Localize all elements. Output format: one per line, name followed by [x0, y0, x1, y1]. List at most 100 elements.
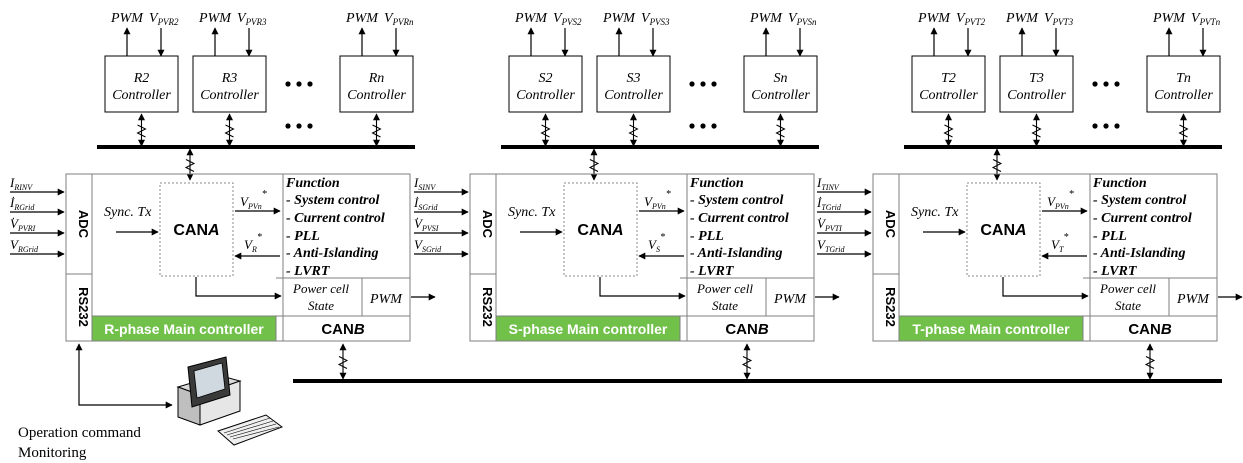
- v-pv-label: VPVSn: [788, 11, 817, 27]
- keyboard-keys: [229, 423, 277, 438]
- vpvn-ref-label: VPVn*: [644, 189, 671, 211]
- pwm-label: PWM: [749, 11, 783, 26]
- slave-controller-box: [743, 55, 818, 113]
- ellipsis-dot: [307, 123, 313, 129]
- keyboard-keys: [223, 417, 271, 434]
- link-zigzag: [1031, 124, 1042, 138]
- function-item: - System control: [1093, 193, 1186, 208]
- vref-label: VS*: [648, 232, 665, 254]
- can-a-core: [966, 182, 1041, 277]
- slave-controller-name: Rn: [368, 71, 385, 86]
- power-cell-label: Power cell: [696, 281, 753, 296]
- adc-input-label: VSGrid: [414, 237, 442, 254]
- pwm-out-label: PWM: [369, 292, 403, 307]
- link-zigzag: [741, 356, 753, 369]
- can-a-label: CANA: [173, 222, 219, 239]
- v-pv-label: VPVR3: [237, 11, 267, 27]
- slave-controller-box: [999, 55, 1074, 113]
- can-a-label: CANA: [980, 222, 1026, 239]
- vpvn-ref-label: VPVn*: [1047, 189, 1074, 211]
- adc-label: ADC: [480, 210, 495, 239]
- slave-ellipsis-top: [1092, 81, 1120, 87]
- v-pv-label: VPVT2: [956, 11, 986, 27]
- main-controller-label: R-phase Main controller: [104, 321, 264, 337]
- v-pv-label: VPVS3: [641, 11, 670, 27]
- slave-controller-label: Controller: [200, 88, 259, 103]
- ellipsis-dot: [285, 81, 291, 87]
- adc-input-label: VPVRI: [10, 216, 36, 233]
- main-controller-label-bg: [898, 315, 1084, 342]
- slave-controller-name: T2: [941, 71, 956, 86]
- operation-command-label: Operation command: [18, 425, 141, 441]
- rs232-label: RS232: [883, 287, 898, 327]
- function-title: Function: [1092, 176, 1147, 191]
- vref-label: VT*: [1051, 232, 1068, 254]
- prime-mark: ·: [819, 193, 822, 204]
- can-b-label: CANB: [321, 321, 365, 338]
- prime-mark: ·: [416, 214, 419, 225]
- slave-controller-name: Tn: [1176, 71, 1191, 86]
- pwm-out-label: PWM: [773, 292, 807, 307]
- slave-controller-label: Controller: [112, 88, 171, 103]
- link-zigzag: [337, 356, 349, 369]
- v-pv-label: VPVS2: [553, 11, 582, 27]
- adc-input-label: ISINV: [413, 175, 436, 192]
- keyboard-keys: [226, 420, 274, 436]
- can-a-to-state-arrow: [599, 277, 686, 300]
- function-item: - System control: [286, 193, 379, 208]
- prime-mark: ·: [416, 193, 419, 204]
- rs232-block: [65, 273, 93, 342]
- slave-controller-label: Controller: [1007, 88, 1066, 103]
- adc-input-label: ITINV: [816, 175, 840, 192]
- ellipsis-dot: [296, 123, 302, 129]
- rs232-label: RS232: [76, 287, 91, 327]
- sync-tx-label: Sync. Tx: [508, 205, 556, 220]
- power-cell-state-label: State: [712, 298, 738, 313]
- pwm-label: PWM: [198, 11, 232, 26]
- link-zigzag: [588, 159, 600, 172]
- can-a-to-state-arrow: [1002, 277, 1089, 300]
- slave-controller-name: R2: [133, 71, 150, 86]
- ellipsis-dot: [307, 81, 313, 87]
- slave-ellipsis-bus: [1092, 123, 1120, 129]
- function-item: - Current control: [1093, 211, 1192, 226]
- main-controller-label-bg: [495, 315, 681, 342]
- pwm-label: PWM: [1152, 11, 1186, 26]
- function-item: - LVRT: [286, 264, 331, 279]
- keyboard: [217, 414, 284, 446]
- slave-controller-box: [339, 55, 414, 113]
- main-controller-label: S-phase Main controller: [509, 321, 668, 337]
- adc-input-label: IRINV: [9, 175, 33, 192]
- pwm-label: PWM: [1005, 11, 1039, 26]
- link-zigzag: [991, 159, 1003, 172]
- ellipsis-dot: [1092, 81, 1098, 87]
- rs232-block: [872, 273, 900, 342]
- monitor-screen: [193, 362, 226, 399]
- function-item: - Anti-Islanding: [1093, 246, 1185, 261]
- slave-controller-label: Controller: [604, 88, 663, 103]
- pwm-out-label: PWM: [1176, 292, 1210, 307]
- prime-mark: ·: [12, 214, 15, 225]
- rs232-block: [469, 273, 497, 342]
- adc-input-label: ITGrid: [816, 195, 842, 212]
- link-zigzag: [371, 124, 382, 138]
- can-b-label: CANB: [1128, 321, 1172, 338]
- ellipsis-dot: [700, 81, 706, 87]
- adc-input-label: VPVSI: [414, 216, 439, 233]
- slave-ellipsis-top: [285, 81, 313, 87]
- function-item: - LVRT: [690, 264, 735, 279]
- v-pv-label: VPVR2: [149, 11, 179, 27]
- power-cell-label: Power cell: [292, 281, 349, 296]
- link-zigzag: [628, 124, 639, 138]
- link-zigzag: [1178, 124, 1189, 138]
